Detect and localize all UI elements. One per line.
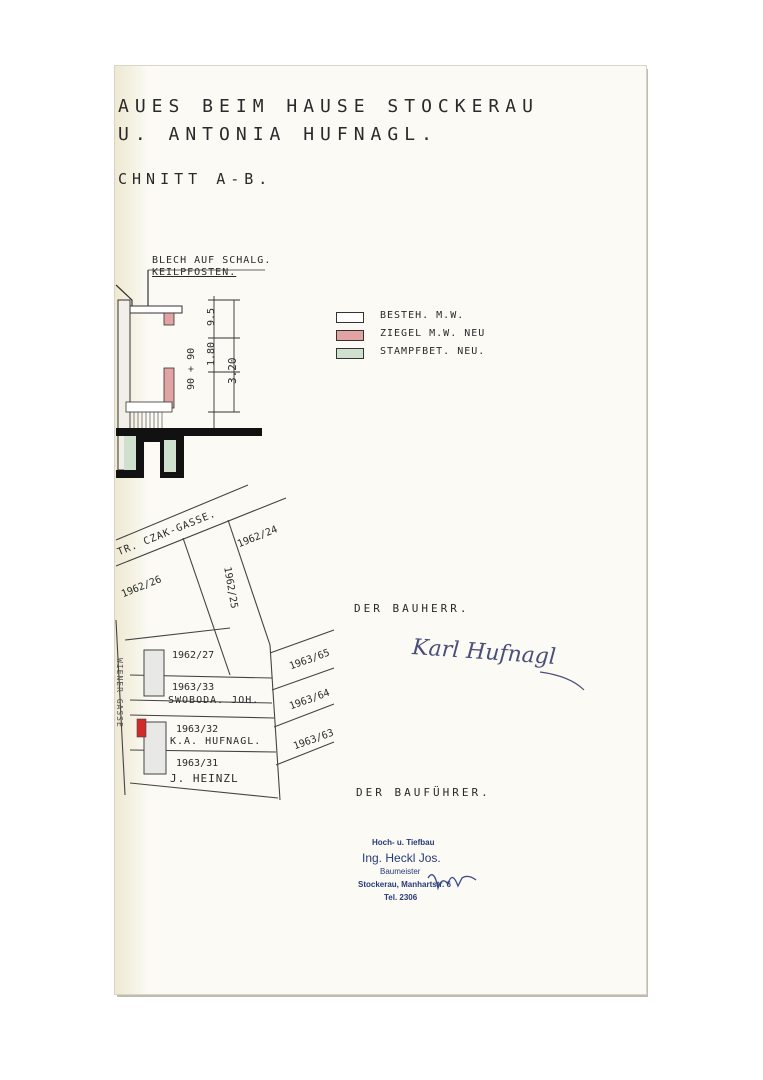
roof-note-2: KEILPFOSTEN. [152, 267, 237, 278]
legend-swatch-existing [336, 312, 364, 323]
plan-sheet [115, 66, 646, 994]
legend-label-existing: BESTEH. M.W. [380, 310, 465, 321]
stamp-line-4: Stockerau, Manhartstr. 6 [358, 880, 451, 889]
parcel-1962-27: 1962/27 [172, 650, 215, 661]
bauherr-label: DER BAUHERR. [354, 602, 470, 615]
baufuehrer-label: DER BAUFÜHRER. [356, 786, 491, 799]
stamp-line-1: Hoch- u. Tiefbau [372, 838, 435, 847]
legend-label-brick: ZIEGEL M.W. NEU [380, 328, 486, 339]
stamp-line-2: Ing. Heckl Jos. [362, 851, 441, 865]
legend-swatch-concrete [336, 348, 364, 359]
title-line-2: U. ANTONIA HUFNAGL. [118, 124, 438, 145]
parcel-1963-31: 1963/31 [176, 758, 219, 769]
parcel-1963-31-owner: J. HEINZL [170, 772, 239, 785]
stamp-line-3: Baumeister [380, 867, 421, 876]
legend-label-concrete: STAMPFBET. NEU. [380, 346, 486, 357]
parcel-1963-33-owner: SWOBODA. JOH. [168, 695, 260, 706]
legend-swatch-brick [336, 330, 364, 341]
stamp-line-5: Tel. 2306 [384, 893, 418, 902]
roof-note-1: BLECH AUF SCHALG. [152, 255, 272, 266]
parcel-1963-32-owner: K.A. HUFNAGL. [170, 736, 262, 747]
sheet-shadow [115, 66, 149, 994]
section-label: CHNITT A-B. [118, 170, 273, 188]
title-line-1: AUES BEIM HAUSE STOCKERAU [118, 96, 539, 117]
parcel-1963-32: 1963/32 [176, 724, 219, 735]
parcel-1963-33: 1963/33 [172, 682, 215, 693]
